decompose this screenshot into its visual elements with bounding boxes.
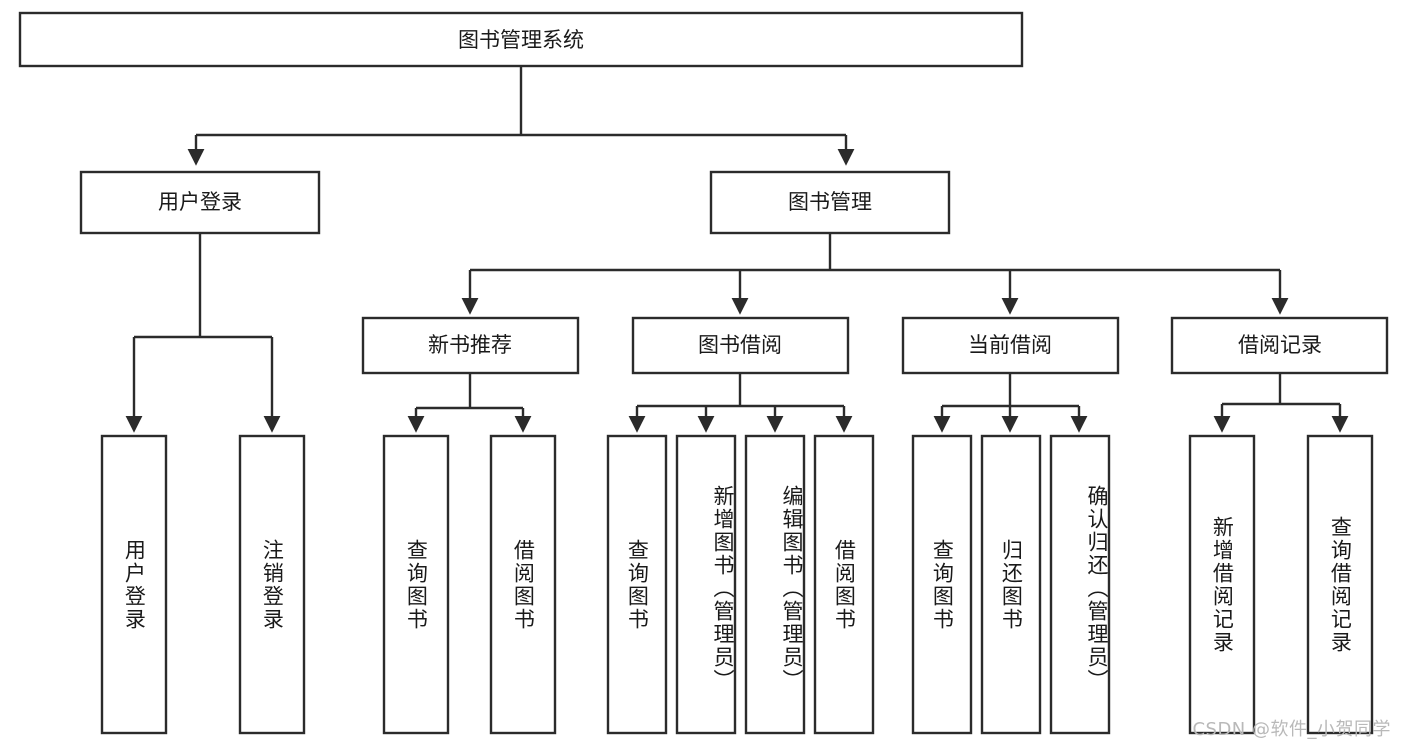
node-user-login[interactable] (79, 170, 321, 235)
leaf-box-confirm-return-admin[interactable] (1049, 434, 1111, 735)
leaf-box-add-borrow-record[interactable] (1188, 434, 1256, 735)
connector-userlogin-to-leaves (125, 233, 281, 433)
connector-bookmgmt-to-level3 (461, 233, 1289, 315)
leaf-box-borrow-book[interactable] (813, 434, 875, 735)
connector-newbook-to-leaves (407, 373, 532, 433)
node-current-borrow-label: 当前借阅 (968, 333, 1052, 357)
leaf-box-query-book-newbook[interactable] (382, 434, 450, 735)
connector-root-to-level2 (187, 66, 855, 166)
leaf-box-add-book-admin[interactable] (675, 434, 737, 735)
leaf-box-edit-book-admin[interactable] (744, 434, 806, 735)
leaf-box-query-book-current[interactable] (911, 434, 973, 735)
connector-borrow-to-leaves (628, 373, 853, 433)
leaf-box-logout[interactable] (238, 434, 306, 735)
node-new-book-recommend[interactable] (361, 316, 580, 375)
node-book-borrow[interactable] (631, 316, 850, 375)
node-root[interactable] (18, 11, 1024, 68)
leaf-box-query-book-borrow[interactable] (606, 434, 668, 735)
leaf-box-return-book[interactable] (980, 434, 1042, 735)
leaf-box-user-login[interactable] (100, 434, 168, 735)
csdn-watermark: CSDN @软件_小贺同学 (1192, 719, 1391, 740)
node-book-borrow-label: 图书借阅 (698, 333, 782, 357)
node-root-label: 图书管理系统 (458, 28, 584, 52)
node-user-login-label: 用户登录 (158, 190, 242, 214)
connector-current-to-leaves (933, 373, 1088, 433)
node-new-book-recommend-label: 新书推荐 (428, 333, 512, 357)
node-book-management-label: 图书管理 (788, 190, 872, 214)
connector-record-to-leaves (1213, 373, 1349, 433)
node-current-borrow[interactable] (901, 316, 1120, 375)
leaf-box-query-borrow-record[interactable] (1306, 434, 1374, 735)
node-book-management[interactable] (709, 170, 951, 235)
node-borrow-record[interactable] (1170, 316, 1389, 375)
node-borrow-record-label: 借阅记录 (1238, 333, 1322, 357)
leaf-box-borrow-book-newbook[interactable] (489, 434, 557, 735)
